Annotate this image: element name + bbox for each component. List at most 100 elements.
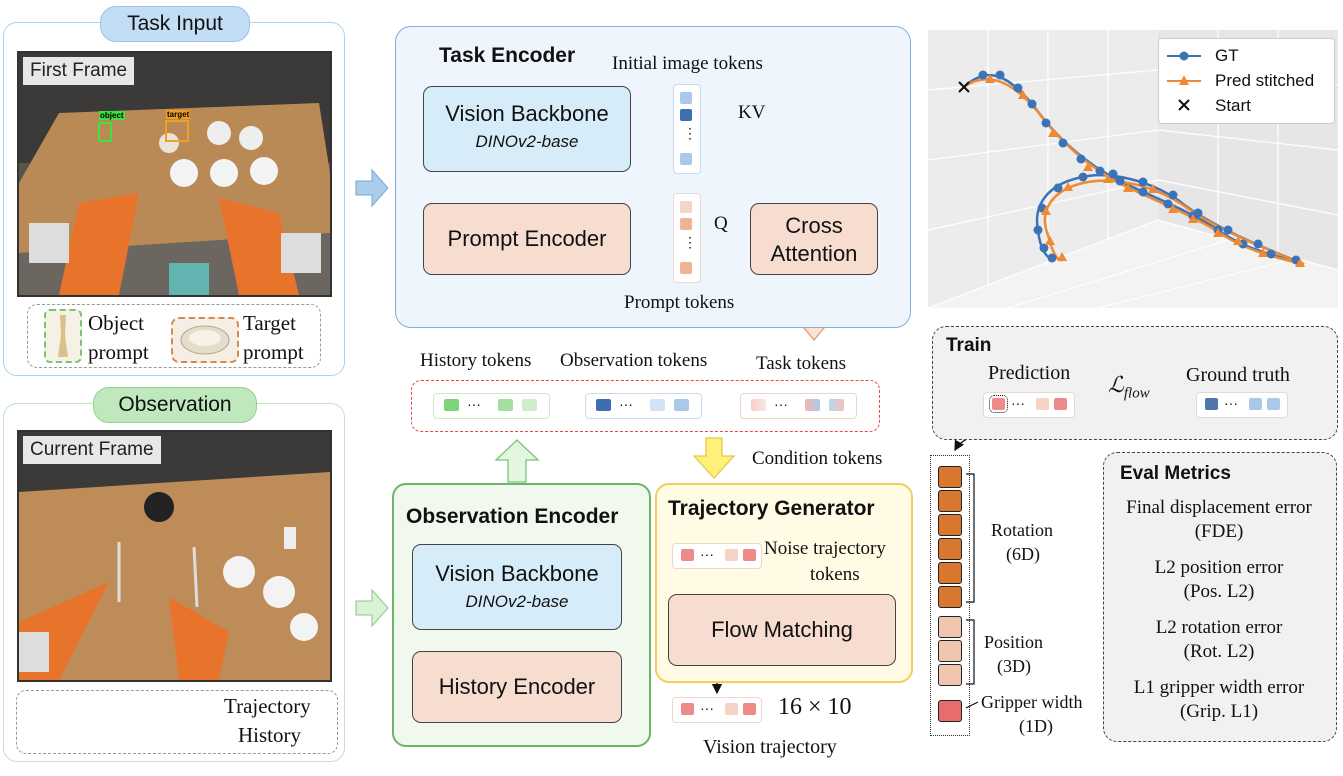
target-prompt-line2: prompt	[243, 340, 304, 364]
observation-token	[650, 399, 665, 411]
object-box-label: object	[99, 111, 125, 120]
task-token-group: ···	[740, 393, 857, 419]
output-token	[743, 703, 756, 715]
noise-token	[725, 549, 738, 561]
image-token-ellipsis: ⋮	[683, 125, 697, 141]
rotation-label-2: (6D)	[1006, 544, 1040, 564]
prediction-token	[1036, 398, 1049, 410]
object-prompt-image	[44, 309, 82, 363]
position-cell	[938, 664, 962, 686]
image-token	[680, 109, 692, 121]
noise-token-ellipsis: ···	[700, 546, 714, 562]
rotation-label-1: Rotation	[991, 520, 1053, 540]
blue-block-arrow	[355, 168, 389, 208]
rotation-cells	[938, 466, 962, 610]
trajectory-history-line1: Trajectory	[224, 694, 311, 718]
green-up-arrow	[494, 439, 540, 483]
train-title: Train	[946, 335, 992, 356]
output-token-ellipsis: ···	[700, 700, 714, 716]
cross-attention: Cross Attention	[750, 203, 878, 275]
prompt-token	[680, 218, 692, 230]
position-cell	[938, 640, 962, 662]
plot-legend: GT Pred stitched Start	[1158, 38, 1335, 124]
task-input-title: Task Input	[100, 6, 250, 42]
prompt-token	[680, 262, 692, 274]
target-box-label: target	[166, 110, 191, 119]
metric-fde-name: Final displacement error	[1126, 497, 1312, 518]
metric-rot-l2-abbr: (Rot. L2)	[1183, 641, 1255, 662]
history-token-ellipsis: ···	[467, 396, 481, 412]
trajectory-history-box	[16, 690, 338, 754]
observation-token-group: ···	[585, 393, 702, 419]
metric-grip-l1: L1 gripper width error (Grip. L1)	[1103, 676, 1335, 724]
output-token	[681, 703, 694, 715]
noise-tokens-line1: Noise trajectory	[764, 538, 886, 559]
ground-truth-label: Ground truth	[1186, 364, 1290, 386]
prediction-token-group: ···	[983, 392, 1075, 418]
prompt-token-ellipsis: ⋮	[683, 234, 697, 250]
target-prompt-image	[171, 317, 239, 363]
output-token	[725, 703, 738, 715]
observation-encoder-title: Observation Encoder	[406, 505, 619, 528]
legend-pred: Pred stitched	[1215, 71, 1315, 90]
cross-attention-line2: Attention	[770, 241, 858, 266]
task-encoder-panel	[395, 26, 911, 328]
ground-truth-token	[1249, 398, 1262, 410]
eval-metrics-title: Eval Metrics	[1120, 463, 1231, 484]
metric-fde-abbr: (FDE)	[1194, 521, 1244, 542]
history-token	[444, 399, 459, 411]
observation-title: Observation	[93, 387, 257, 423]
loss-symbol: ℒ	[1108, 372, 1124, 397]
current-frame-label: Current Frame	[23, 436, 161, 464]
observation-tokens-label: Observation tokens	[560, 350, 708, 371]
q-label: Q	[714, 213, 728, 234]
image-token	[680, 92, 692, 104]
metric-pos-l2-name: L2 position error	[1154, 557, 1284, 578]
flow-matching-label: Flow Matching	[711, 617, 853, 642]
ground-truth-token-ellipsis: ···	[1224, 395, 1238, 411]
history-token	[498, 399, 513, 411]
metric-fde: Final displacement error (FDE)	[1103, 496, 1335, 544]
rotation-cell	[938, 514, 962, 536]
observation-token-ellipsis: ···	[619, 396, 633, 412]
history-encoder: History Encoder	[412, 651, 622, 723]
first-frame-image: First Frame object target	[17, 51, 332, 297]
position-label-1: Position	[984, 632, 1044, 652]
position-label-2: (3D)	[997, 656, 1031, 676]
noise-token	[743, 549, 756, 561]
ground-truth-token	[1205, 398, 1218, 410]
yellow-block-arrow	[692, 437, 736, 479]
rotation-cell	[938, 562, 962, 584]
rotation-cell	[938, 538, 962, 560]
task-token	[829, 399, 844, 411]
rotation-cell	[938, 490, 962, 512]
loss-formula: ℒflow	[1108, 372, 1150, 402]
metric-grip-l1-name: L1 gripper width error	[1133, 677, 1305, 698]
legend-start: Start	[1215, 96, 1251, 115]
trajectory-generator-title: Trajectory Generator	[668, 497, 875, 520]
position-cells	[938, 616, 962, 688]
current-frame-image: Current Frame	[17, 430, 332, 682]
legend-gt: GT	[1215, 46, 1239, 65]
task-vision-backbone-label: Vision Backbone	[445, 101, 609, 126]
gripper-label-1: Gripper width	[981, 692, 1083, 712]
metric-rot-l2-name: L2 rotation error	[1155, 617, 1283, 638]
image-token-column: ⋮	[673, 84, 701, 174]
cross-attention-line1: Cross	[785, 213, 843, 238]
prompt-token	[680, 201, 692, 213]
gripper-label-2: (1D)	[1019, 716, 1053, 736]
history-token-group: ···	[433, 393, 550, 419]
noise-token-group: ···	[672, 543, 762, 569]
rotation-cell	[938, 586, 962, 608]
prediction-token	[1054, 398, 1067, 410]
observation-token	[596, 399, 611, 411]
metric-pos-l2-abbr: (Pos. L2)	[1183, 581, 1255, 602]
gripper-cell	[938, 700, 962, 722]
initial-image-tokens-label: Initial image tokens	[612, 53, 763, 74]
object-prompt-line1: Object	[88, 311, 144, 335]
prompt-token-column: ⋮	[673, 193, 701, 283]
task-vision-backbone: Vision Backbone DINOv2-base	[423, 86, 631, 172]
obs-vision-backbone-sub: DINOv2-base	[465, 592, 569, 611]
position-cell	[938, 616, 962, 638]
token-sequence	[411, 380, 880, 432]
